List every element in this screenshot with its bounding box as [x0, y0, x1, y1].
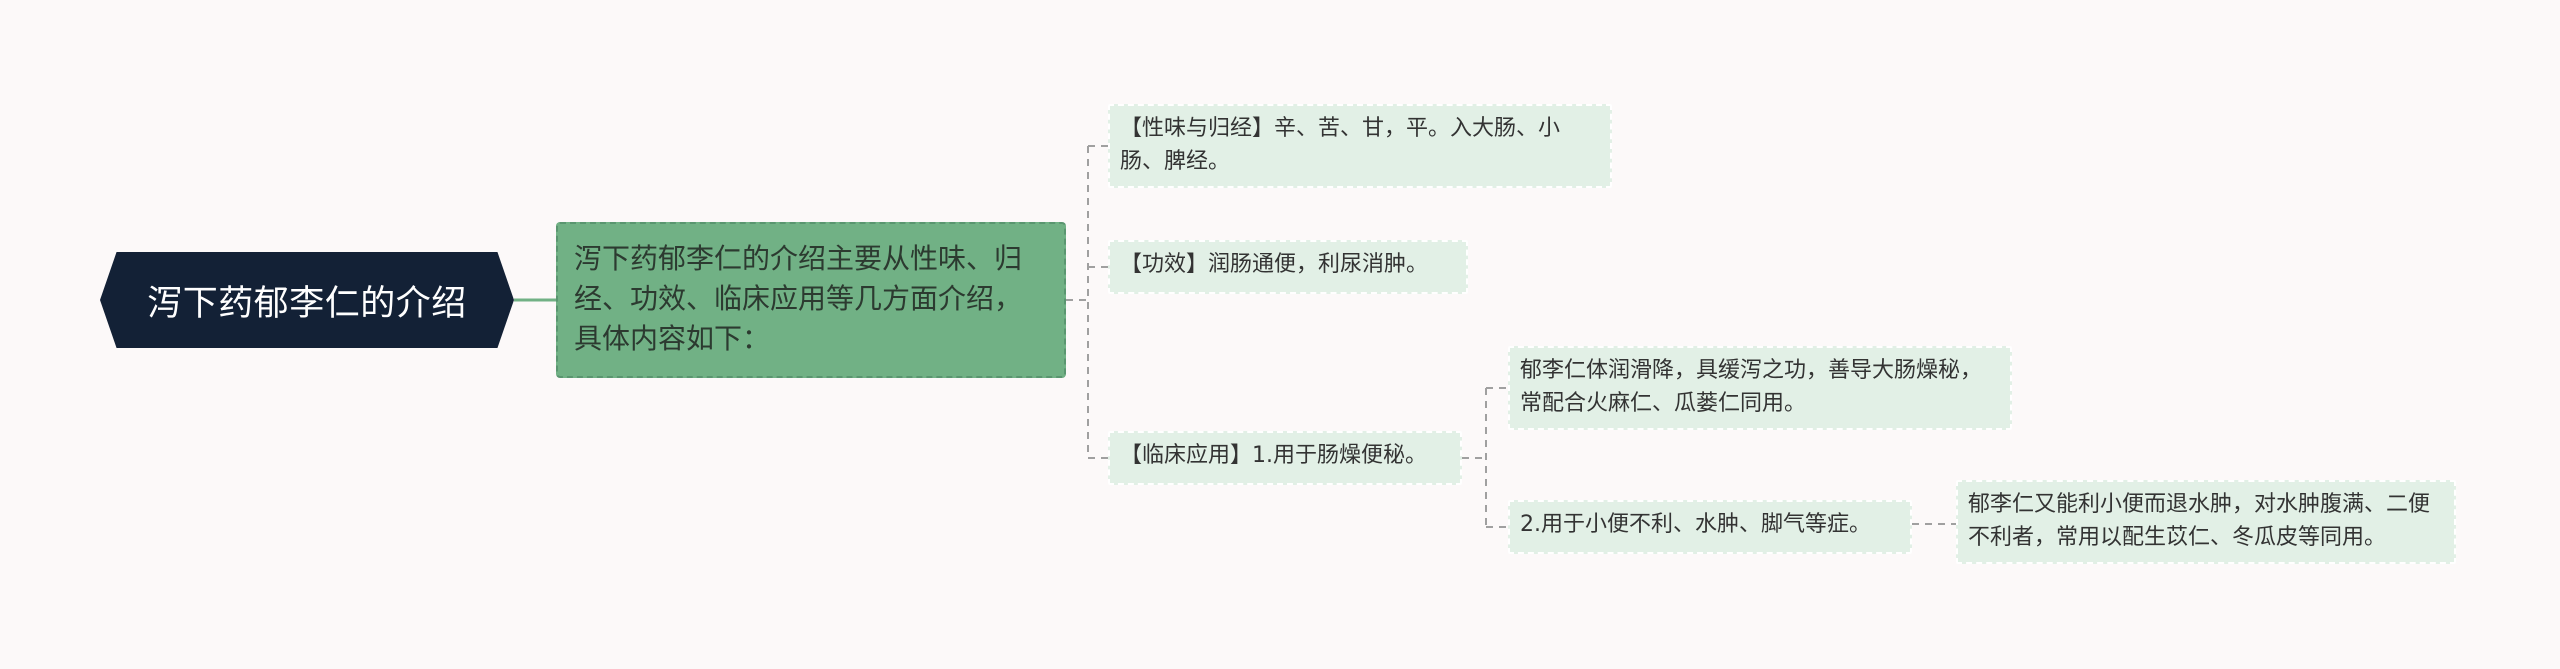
efficacy-node[interactable]: 【功效】润肠通便，利尿消肿。: [1108, 240, 1468, 294]
clinical-application-text: 【临床应用】1.用于肠燥便秘。: [1120, 443, 1427, 468]
efficacy-text: 【功效】润肠通便，利尿消肿。: [1120, 252, 1429, 277]
constipation-detail-node[interactable]: 郁李仁体润滑降，具缓泻之功，善导大肠燥秘，常配合火麻仁、瓜蒌仁同用。: [1508, 346, 2012, 430]
edema-detail-text: 郁李仁又能利小便而退水肿，对水肿腹满、二便不利者，常用以配生苡仁、冬瓜皮等同用。: [1968, 492, 2431, 550]
nature-meridian-text: 【性味与归经】辛、苦、甘，平。入大肠、小肠、脾经。: [1120, 116, 1561, 174]
summary-text: 泻下药郁李仁的介绍主要从性味、归经、功效、临床应用等几方面介绍，具体内容如下：: [574, 242, 1023, 355]
clinical-branch-connector: [1462, 387, 1508, 528]
urination-use-node[interactable]: 2.用于小便不利、水肿、脚气等症。: [1508, 500, 1912, 554]
summary-branch-connector: [1066, 145, 1108, 459]
root-node[interactable]: 泻下药郁李仁的介绍: [100, 252, 514, 348]
clinical-application-node[interactable]: 【临床应用】1.用于肠燥便秘。: [1108, 431, 1462, 485]
urination-use-text: 2.用于小便不利、水肿、脚气等症。: [1520, 512, 1871, 537]
constipation-detail-text: 郁李仁体润滑降，具缓泻之功，善导大肠燥秘，常配合火麻仁、瓜蒌仁同用。: [1520, 358, 1983, 416]
root-title: 泻下药郁李仁的介绍: [147, 283, 467, 324]
summary-node[interactable]: 泻下药郁李仁的介绍主要从性味、归经、功效、临床应用等几方面介绍，具体内容如下：: [556, 222, 1066, 378]
nature-meridian-node[interactable]: 【性味与归经】辛、苦、甘，平。入大肠、小肠、脾经。: [1108, 104, 1612, 188]
edema-detail-node[interactable]: 郁李仁又能利小便而退水肿，对水肿腹满、二便不利者，常用以配生苡仁、冬瓜皮等同用。: [1956, 480, 2456, 564]
